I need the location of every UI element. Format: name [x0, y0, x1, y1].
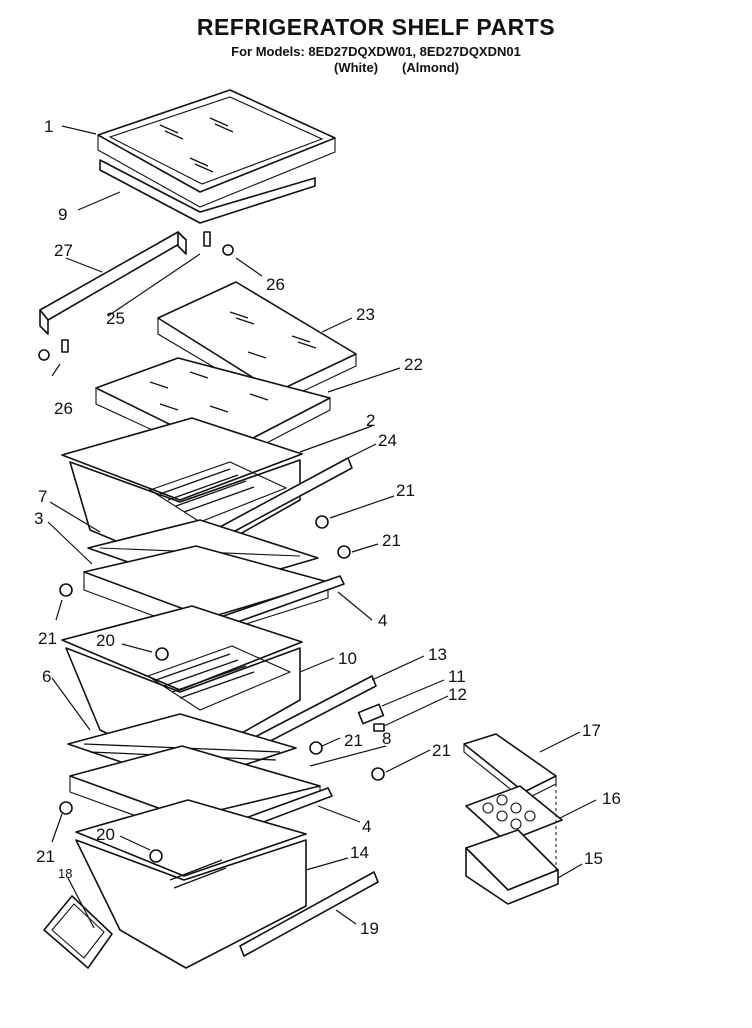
- callout-20: 20: [96, 825, 115, 844]
- model-numbers: For Models: 8ED27DQXDW01, 8ED27DQXDN01: [231, 44, 521, 59]
- part-19-tube: [239, 871, 379, 957]
- callout-10: 10: [338, 649, 357, 668]
- callout-21: 21: [344, 731, 363, 750]
- callout-22: 22: [404, 355, 423, 374]
- callout-23: 23: [356, 305, 375, 324]
- callout-4: 4: [378, 611, 387, 630]
- callout-numbers: 1 9 27 26 25 26 23 22 2 24 7 21 3 21 21 …: [34, 117, 621, 938]
- callout-21: 21: [432, 741, 451, 760]
- callout-26: 26: [266, 275, 285, 294]
- part-18-panel: [43, 895, 113, 969]
- callout-7: 7: [38, 487, 47, 506]
- callout-25: 25: [106, 309, 125, 328]
- part-15-bin: [465, 829, 559, 905]
- page-title: REFRIGERATOR SHELF PARTS: [196, 14, 556, 40]
- callout-9: 9: [58, 205, 67, 224]
- part-27-rail: [39, 231, 187, 335]
- callout-21: 21: [396, 481, 415, 500]
- callout-17: 17: [582, 721, 601, 740]
- callout-15: 15: [584, 849, 603, 868]
- part-11-12-bracket: [357, 703, 385, 732]
- callout-3: 3: [34, 509, 43, 528]
- color-white-label: (White): [334, 60, 379, 75]
- callout-11: 11: [448, 667, 466, 686]
- callout-27: 27: [54, 241, 73, 260]
- leader-lines: [47, 125, 597, 929]
- callout-18: 18: [58, 866, 72, 881]
- callout-4: 4: [362, 817, 371, 836]
- part-23-shelf: [157, 281, 357, 405]
- callout-14: 14: [350, 843, 369, 862]
- callout-21: 21: [382, 531, 401, 550]
- callout-16: 16: [602, 789, 621, 808]
- callout-21: 21: [36, 847, 55, 866]
- color-almond-label: (Almond): [402, 60, 460, 75]
- callout-19: 19: [360, 919, 379, 938]
- callout-6: 6: [42, 667, 51, 686]
- part-16-egg-tray: [465, 785, 563, 843]
- callout-20: 20: [96, 631, 115, 650]
- callout-2: 2: [366, 411, 375, 430]
- callout-8: 8: [382, 729, 391, 748]
- fasteners: [59, 515, 385, 863]
- callout-12: 12: [448, 685, 467, 704]
- part-screws: [38, 231, 234, 361]
- callout-1: 1: [44, 117, 53, 136]
- callout-26: 26: [54, 399, 73, 418]
- part-top-shelf: [97, 89, 336, 224]
- callout-24: 24: [378, 431, 397, 450]
- part-14-drawer: [75, 799, 307, 969]
- callout-13: 13: [428, 645, 447, 664]
- part-22-shelf: [95, 357, 331, 465]
- callout-21: 21: [38, 629, 57, 648]
